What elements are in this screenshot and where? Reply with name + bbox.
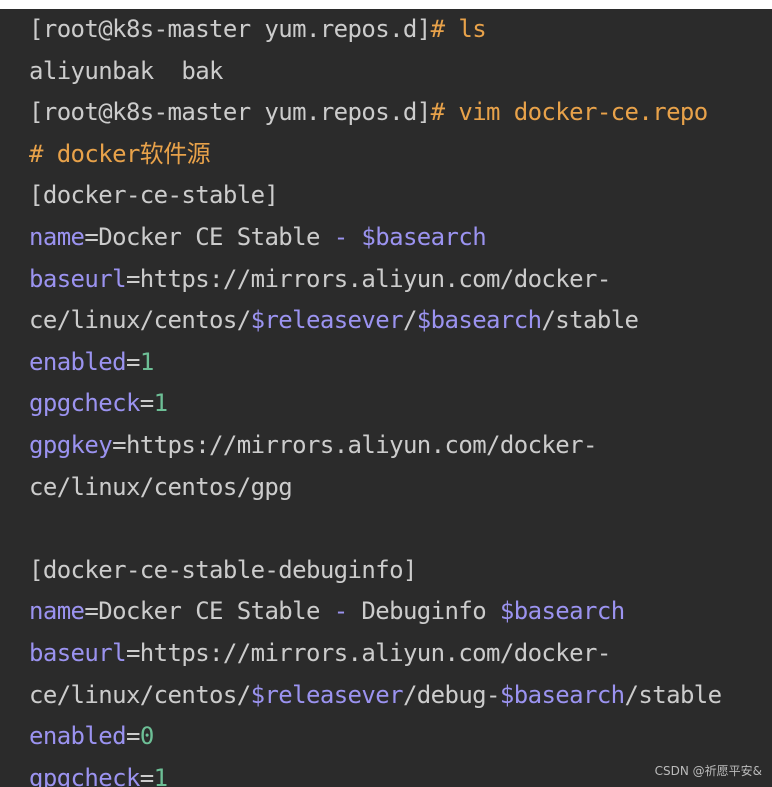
code-token: # ls [430, 15, 487, 43]
code-line: ce/linux/centos/gpg [29, 467, 722, 509]
code-token: $basearch [361, 222, 487, 251]
code-line: ce/linux/centos/$releasever/$basearch/st… [29, 300, 722, 342]
code-token: = [139, 389, 154, 418]
code-token: enabled [29, 347, 127, 376]
code-token: aliyunbak bak [29, 56, 223, 85]
code-token: gpgkey [29, 430, 113, 459]
code-line: # docker软件源 [29, 134, 722, 176]
code-line: baseurl=https://mirrors.aliyun.com/docke… [29, 259, 722, 301]
code-line: [docker-ce-stable-debuginfo] [29, 550, 722, 592]
code-line: name=Docker CE Stable - $basearch [29, 217, 722, 259]
code-token: =https://mirrors.aliyun.com/docker- [125, 264, 611, 293]
code-token: # vim docker-ce.repo [430, 98, 709, 127]
code-token: gpgcheck [29, 389, 140, 418]
code-token: /stable [541, 306, 639, 335]
code-token: 1 [153, 389, 168, 418]
code-token: = [139, 763, 154, 787]
code-line: [docker-ce-stable] [29, 175, 722, 217]
code-token: ce/linux/centos/ [29, 306, 251, 335]
code-token: $releasever [250, 680, 404, 709]
code-token: = [125, 347, 140, 376]
code-token: # docker软件源 [29, 139, 211, 168]
code-token: 0 [139, 722, 154, 751]
code-token: [docker-ce-stable] [29, 181, 279, 210]
code-line: aliyunbak bak [29, 51, 722, 93]
code-token: $basearch [499, 597, 625, 626]
code-token: [root@k8s-master yum.repos.d] [29, 15, 431, 43]
code-line: enabled=0 [29, 716, 722, 758]
code-token: [docker-ce-stable-debuginfo] [29, 555, 417, 584]
code-token: 1 [153, 763, 168, 787]
code-line: enabled=1 [29, 342, 722, 384]
code-line: ce/linux/centos/$releasever/debug-$basea… [29, 675, 722, 717]
code-line: [root@k8s-master yum.repos.d]# ls [29, 9, 722, 51]
code-token: [root@k8s-master yum.repos.d] [29, 98, 431, 127]
code-line: name=Docker CE Stable - Debuginfo $basea… [29, 591, 722, 633]
code-token: Debuginfo [361, 597, 500, 626]
csdn-watermark: CSDN @祈愿平安& [654, 764, 762, 778]
code-token: =Docker CE Stable [84, 597, 334, 626]
code-token: ce/linux/centos/ [29, 680, 251, 709]
code-token: name [29, 597, 85, 626]
code-token: baseurl [29, 264, 127, 293]
code-token: ce/linux/centos/gpg [29, 472, 293, 501]
code-token: name [29, 222, 85, 251]
code-line: [root@k8s-master yum.repos.d]# vim docke… [29, 92, 722, 134]
code-token: $basearch [499, 680, 625, 709]
code-line: gpgcheck=1 [29, 758, 722, 787]
code-token: /stable [624, 680, 723, 709]
code-token: - [333, 597, 362, 626]
code-line: gpgcheck=1 [29, 383, 722, 425]
code-token: = [125, 722, 140, 751]
code-token: - [333, 222, 362, 251]
code-token: =Docker CE Stable [84, 222, 334, 251]
code-token: $basearch [416, 306, 542, 335]
code-token: /debug- [402, 680, 501, 709]
code-line [29, 508, 722, 550]
code-token: =https://mirrors.aliyun.com/docker- [112, 430, 597, 459]
code-token: =https://mirrors.aliyun.com/docker- [125, 638, 611, 667]
code-token: 1 [139, 347, 154, 376]
code-token: enabled [29, 722, 127, 751]
code-line: gpgkey=https://mirrors.aliyun.com/docker… [29, 425, 722, 467]
code-line: baseurl=https://mirrors.aliyun.com/docke… [29, 633, 722, 675]
code-token: $releasever [250, 306, 404, 335]
code-token: / [402, 306, 417, 335]
code-token: gpgcheck [29, 763, 140, 787]
code-token: baseurl [29, 638, 127, 667]
